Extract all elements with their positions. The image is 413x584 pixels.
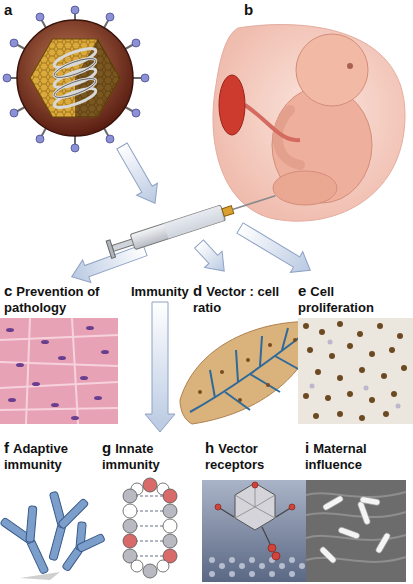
vector-receptor-illustration: [202, 480, 306, 582]
bead-ring: [123, 478, 177, 578]
virus-illustration: [3, 6, 149, 152]
panel-title: Maternal influence: [305, 441, 367, 472]
panel-letter: h: [205, 439, 214, 456]
syringe: [106, 187, 278, 258]
panel-label: a: [4, 2, 15, 17]
panel-letter: a: [4, 1, 12, 18]
panel-title: Vector : cell ratio: [193, 284, 279, 315]
cell-staining: [298, 318, 413, 424]
panel-label: b: [244, 2, 256, 17]
panel-letter: b: [244, 1, 253, 18]
panel-letter: g: [102, 439, 111, 456]
panel-letter: d: [193, 282, 202, 299]
panel-title: Prevention of pathology: [4, 284, 99, 315]
antibody-illustration: [0, 489, 108, 581]
panel-label: cPrevention of pathology: [4, 283, 102, 315]
panel-label: eCell proliferation: [298, 283, 376, 315]
panel-label: fAdaptive immunity: [4, 440, 70, 472]
panel-title: Adaptive immunity: [4, 441, 68, 472]
fetus-illustration: [213, 25, 405, 222]
panel-title: Cell proliferation: [298, 284, 374, 315]
panel-letter: f: [4, 439, 9, 456]
panel-label: iMaternal influence: [305, 440, 369, 472]
arrow-label: Immunity: [131, 284, 189, 299]
panel-label: hVector receptors: [205, 440, 267, 472]
panel-letter: i: [305, 439, 309, 456]
muscle-histology: [0, 318, 118, 424]
panel-label: gInnate immunity: [102, 440, 162, 472]
panel-label: dVector : cell ratio: [193, 283, 282, 315]
panel-letter: c: [4, 282, 12, 299]
panel-letter: e: [298, 282, 306, 299]
micrograph: [306, 480, 406, 582]
